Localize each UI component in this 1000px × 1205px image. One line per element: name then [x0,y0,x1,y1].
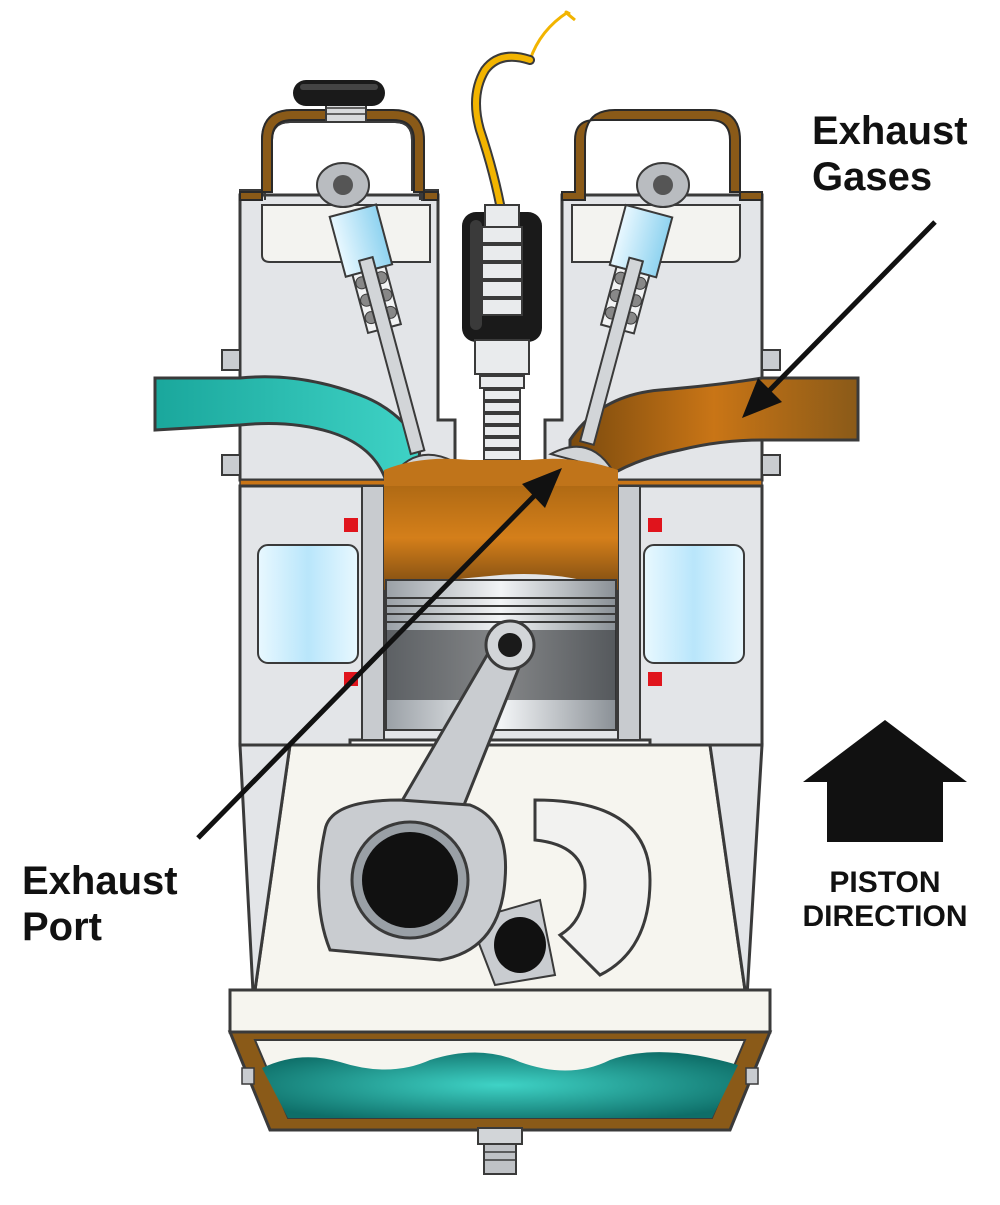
valve-cover-right [561,109,763,201]
oil-pan [227,1030,773,1175]
water-jacket-right [643,544,745,664]
chamber-top-gases [384,458,618,486]
crank-big-end [317,798,546,973]
exhaust-port-label-line1: Exhaust [22,859,178,903]
exhaust-gases-arrow [742,220,937,418]
seal-marker [344,518,358,532]
exhaust-gas-runner [568,376,860,484]
piston-direction-arrow-icon [803,720,967,842]
crank-counterweight [533,798,652,977]
piston-direction-label-line2: DIRECTION [802,900,968,933]
exhaust-port-label-line2: Port [22,905,102,949]
seal-marker [648,518,662,532]
camshaft-right [636,162,690,208]
exhaust-port-label: Exhaust Port [22,858,178,950]
spark-plug [462,10,576,480]
exhaust-port-arrow [196,468,562,840]
combustion-chamber-gases [384,486,618,590]
water-jacket-left [257,544,359,664]
camshaft-left [316,162,370,208]
exhaust-gases-label-line1: Exhaust [812,109,968,153]
exhaust-gases-label-line2: Gases [812,155,933,199]
exhaust-gases-label: Exhaust Gases [812,108,968,200]
valve-cover-left [239,80,439,201]
piston-direction-label: PISTON DIRECTION [790,866,980,934]
seal-marker [648,672,662,686]
drain-plug [483,1143,517,1175]
piston-direction-label-line1: PISTON [829,866,941,899]
engine-oil [262,1052,738,1118]
